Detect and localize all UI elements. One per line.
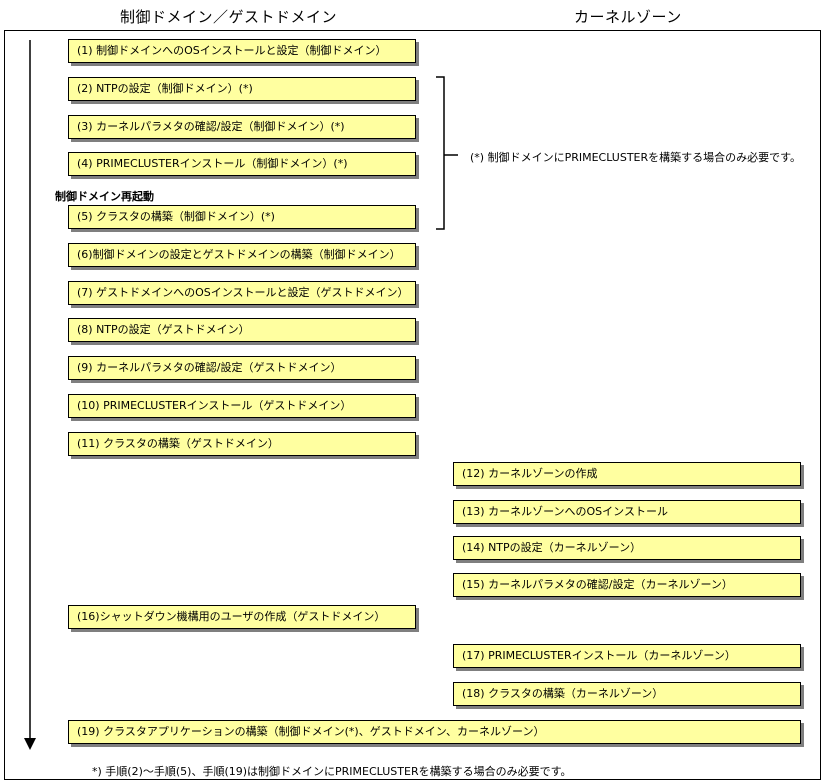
step-12-box: (12) カーネルゾーンの作成 [453,462,801,486]
header-kernel-zone: カーネルゾーン [574,8,682,26]
step-6-box: (6)制御ドメインの設定とゲストドメインの構築（制御ドメイン） [68,243,416,267]
step-14-box: (14) NTPの設定（カーネルゾーン） [453,536,801,560]
step-3-box: (3) カーネルパラメタの確認/設定（制御ドメイン）(*) [68,115,416,139]
step-2-box: (2) NTPの設定（制御ドメイン）(*) [68,77,416,101]
step-11-box: (11) クラスタの構築（ゲストドメイン） [68,432,416,456]
diagram-frame [4,30,821,780]
header-control-guest-domain: 制御ドメイン／ゲストドメイン [120,8,338,26]
step-18-box: (18) クラスタの構築（カーネルゾーン） [453,682,801,706]
step-19-box: (19) クラスタアプリケーションの構築（制御ドメイン(*)、ゲストドメイン、カ… [68,720,801,744]
step-5-box: (5) クラスタの構築（制御ドメイン）(*) [68,205,416,229]
step-8-box: (8) NTPの設定（ゲストドメイン） [68,318,416,342]
step-17-box: (17) PRIMECLUSTERインストール（カーネルゾーン） [453,644,801,668]
step-9-box: (9) カーネルパラメタの確認/設定（ゲストドメイン） [68,356,416,380]
bracket-note: (*) 制御ドメインにPRIMECLUSTERを構築する場合のみ必要です。 [470,151,802,164]
footnote: *) 手順(2)～手順(5)、手順(19)は制御ドメインにPRIMECLUSTE… [92,765,572,778]
step-13-box: (13) カーネルゾーンへのOSインストール [453,500,801,524]
bracket-shape [436,76,445,230]
step-10-box: (10) PRIMECLUSTERインストール（ゲストドメイン） [68,394,416,418]
reboot-label: 制御ドメイン再起動 [55,190,154,203]
flow-arrow-head [24,738,36,750]
step-16-box: (16)シャットダウン機構用のユーザの作成（ゲストドメイン） [68,605,416,629]
step-7-box: (7) ゲストドメインへのOSインストールと設定（ゲストドメイン） [68,281,416,305]
step-15-box: (15) カーネルパラメタの確認/設定（カーネルゾーン） [453,573,801,597]
step-4-box: (4) PRIMECLUSTERインストール（制御ドメイン）(*) [68,152,416,176]
step-1-box: (1) 制御ドメインへのOSインストールと設定（制御ドメイン） [68,39,416,63]
